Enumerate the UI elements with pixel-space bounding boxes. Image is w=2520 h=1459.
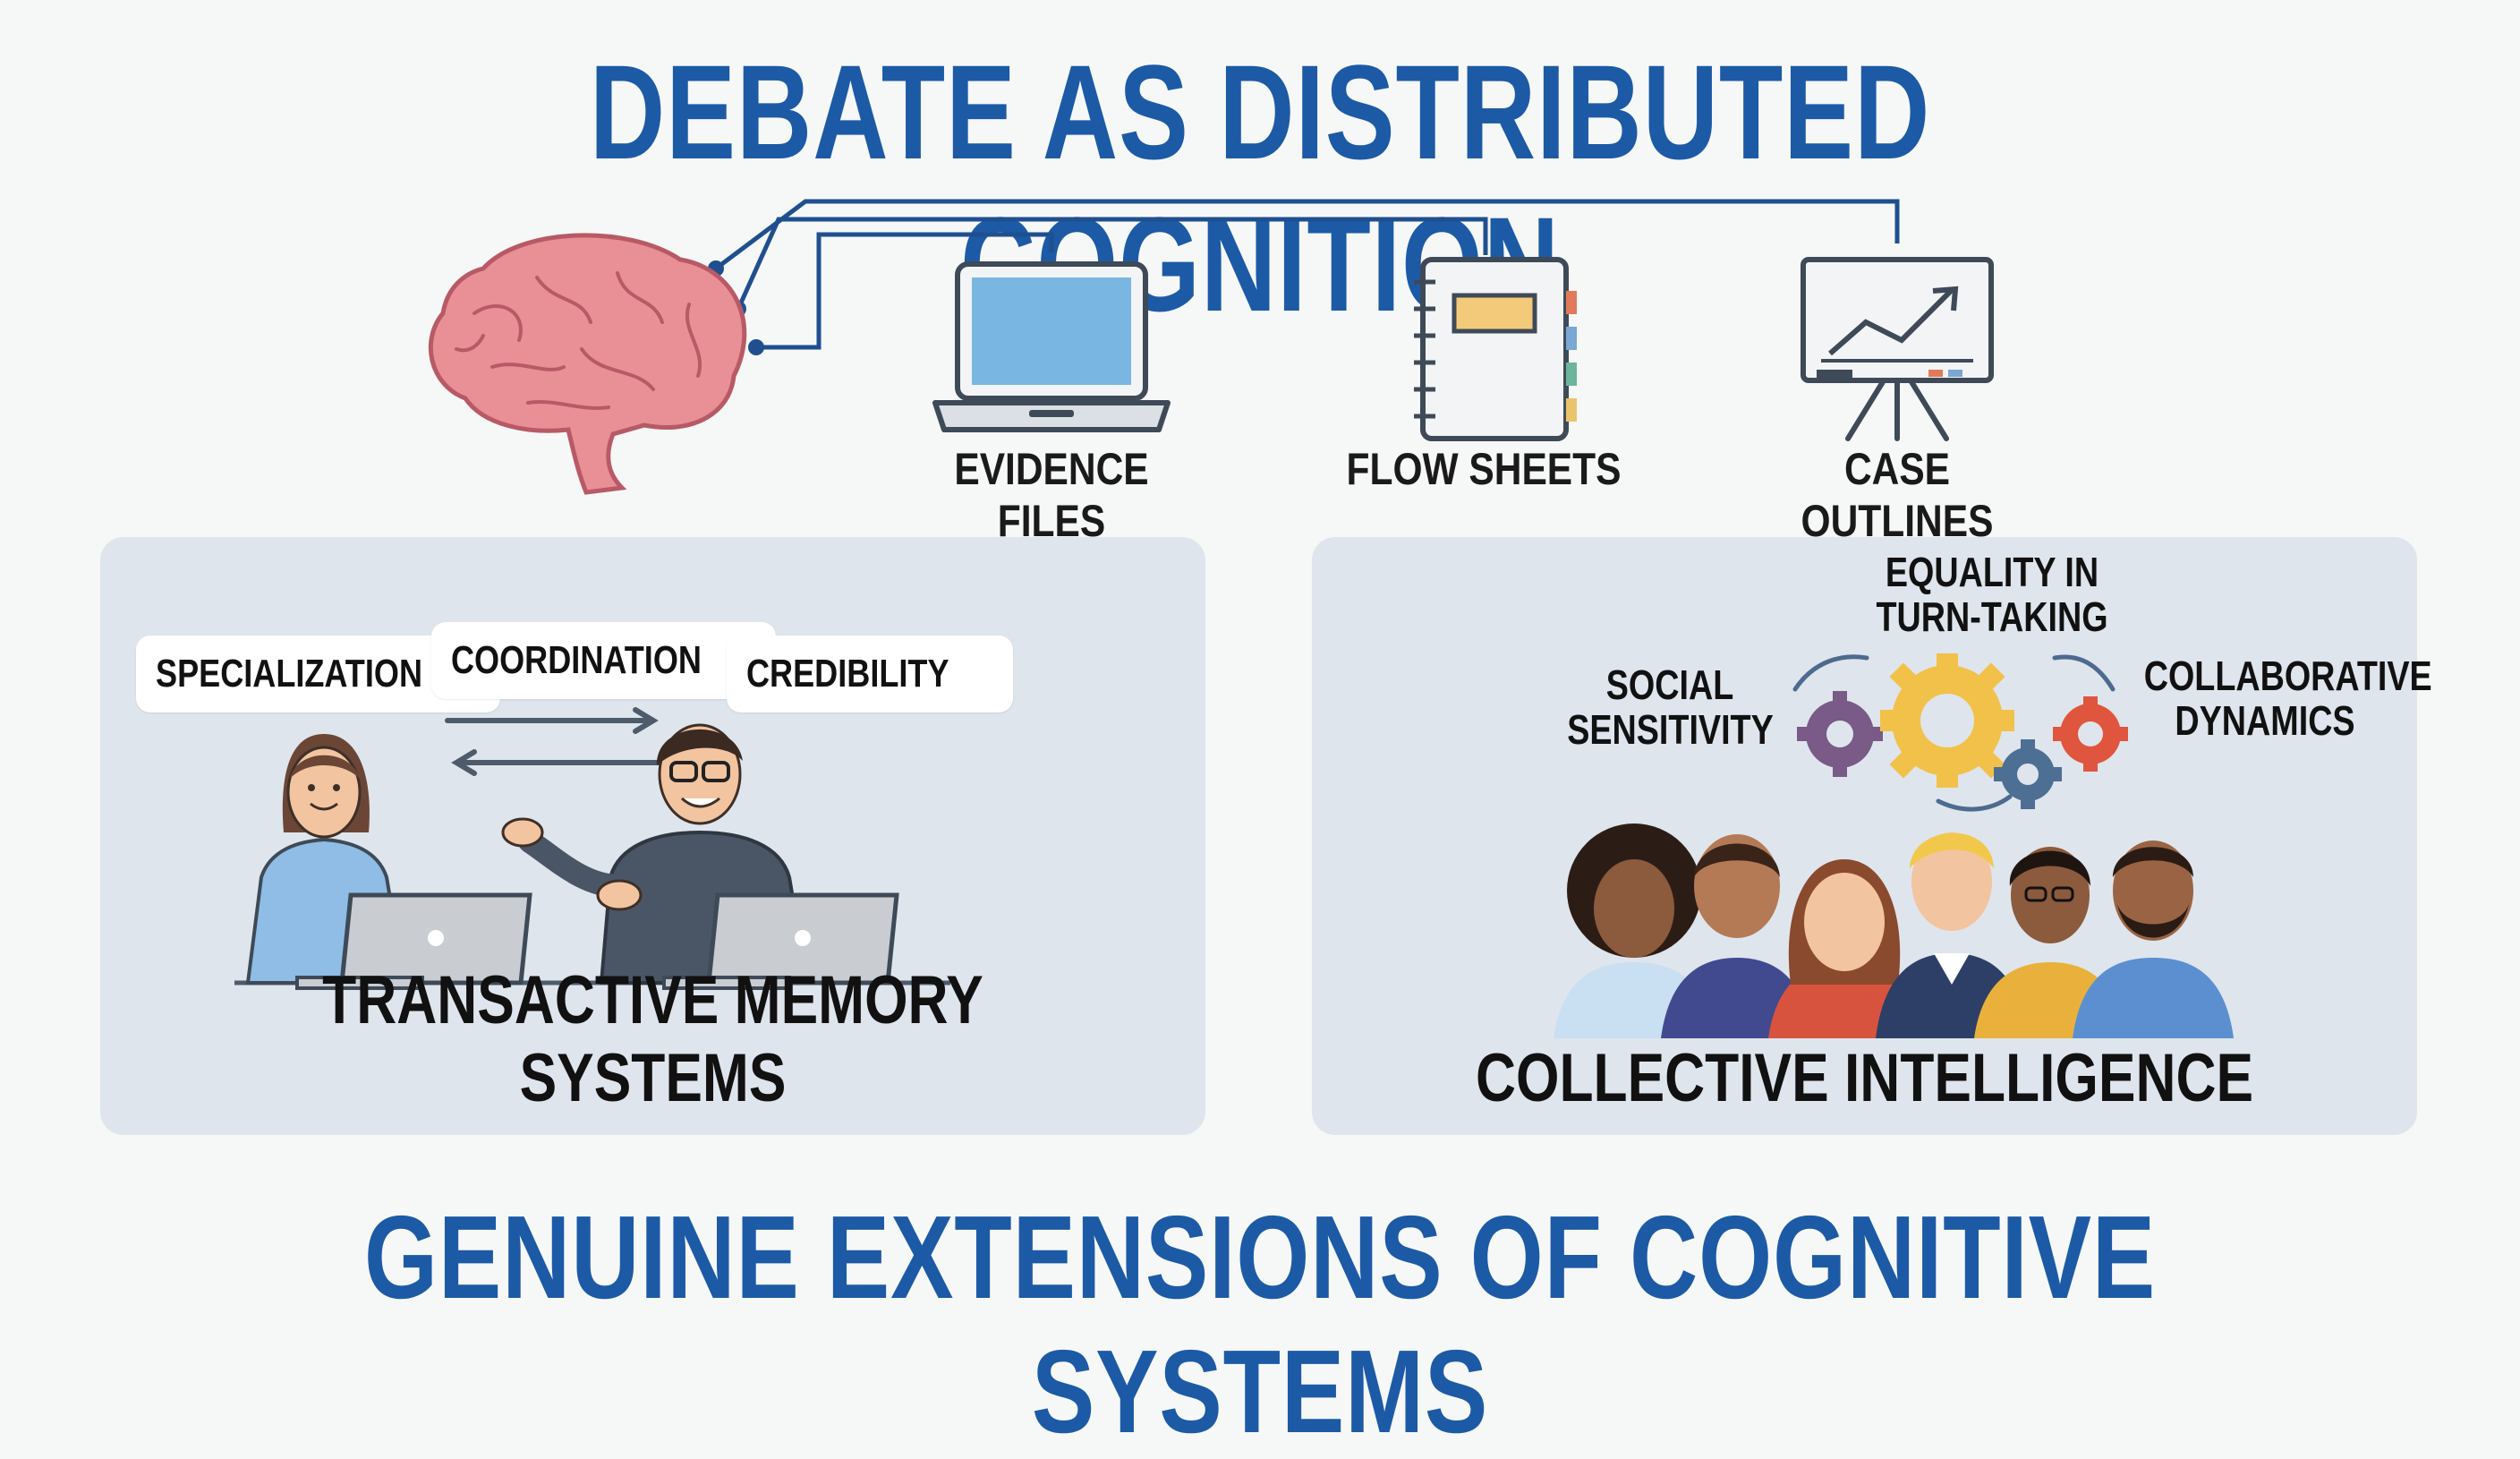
gears-icon (1792, 653, 2128, 812)
gear-yellow-icon (1880, 653, 2014, 788)
label-equality-turn-taking: EQUALITY IN TURN-TAKING (1876, 549, 2108, 640)
label-social-sensitivity: SOCIAL SENSITIVITY (1567, 661, 1774, 753)
two-debaters-illustration (234, 723, 950, 990)
label-collaborative-dynamics: COLLABORATIVE DYNAMICS (2143, 653, 2432, 744)
notebook-icon (1414, 257, 1577, 441)
collective-intelligence-panel: SOCIAL SENSITIVITY EQUALITY IN TURN-TAKI… (1312, 537, 2432, 1135)
gear-blue-icon (1994, 739, 2062, 809)
tool-label-flow-sheets: FLOW SHEETS (1346, 444, 1622, 494)
connector-lines (708, 199, 1900, 355)
transactive-memory-panel: SPECIALIZATION COORDINATION CREDIBILITY (100, 537, 1205, 1135)
gear-purple-icon (1797, 691, 1883, 777)
bubble-credibility: CREDIBILITY (727, 636, 1014, 712)
diverse-group-illustration (1554, 823, 2234, 1038)
bubble-coordination: COORDINATION (431, 622, 777, 699)
tool-label-evidence-files: EVIDENCE FILES (954, 444, 1149, 546)
panel-title-transactive-memory: TRANSACTIVE MEMORY SYSTEMS (322, 962, 983, 1116)
laptop-icon (932, 261, 1171, 432)
gear-red-icon (2053, 696, 2128, 772)
tool-label-case-outlines: CASE OUTLINES (1801, 444, 1994, 546)
presentation-board-icon (1801, 257, 1994, 441)
footer-title: GENUINE EXTENSIONS OF COGNITIVE SYSTEMS (363, 1191, 2157, 1457)
exchange-arrows-icon (445, 707, 665, 776)
brain-icon (428, 233, 747, 495)
panel-title-collective-intelligence: COLLECTIVE INTELLIGENCE (1475, 1040, 2254, 1116)
